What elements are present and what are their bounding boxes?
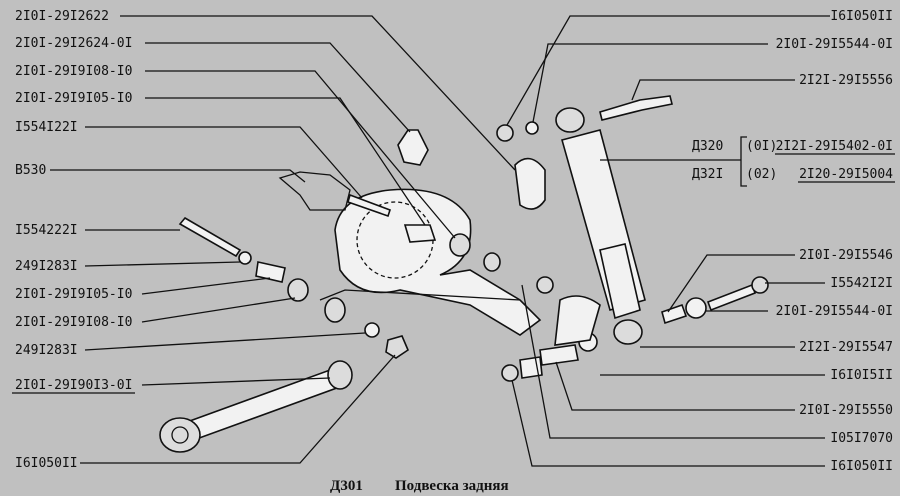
callout-label: 2I0I-29I2622 (15, 9, 109, 24)
small-parts (178, 95, 769, 382)
axle-housing (278, 171, 542, 336)
callout-label: I6I050II (830, 459, 893, 474)
callout-label: 249I283I (15, 259, 78, 274)
shock-absorber (555, 107, 646, 345)
callout-label: B530 (15, 163, 46, 178)
callout-label: 2I0I-29I5544-0I (776, 304, 893, 319)
shock-variant-1: (0I) (746, 139, 777, 154)
left-callouts: 2I0I-29I2622 2I0I-29I2624-0I 2I0I-29I9I0… (12, 9, 516, 471)
callout-label: I6I050II (830, 9, 893, 24)
callout-label-assembly: 2I0I-29I90I3-0I (15, 378, 132, 393)
callout-label: I5542I2I (830, 276, 893, 291)
callout-label: 2I0I-29I5544-0I (776, 37, 893, 52)
callout-label: 249I283I (15, 343, 78, 358)
callout-label: 2I0I-29I5546 (799, 248, 893, 263)
right-callouts: I6I050II 2I0I-29I5544-0I 2I2I-29I5556 Д3… (506, 9, 895, 474)
shock-part-2: 2I20-29I5004 (799, 167, 893, 182)
callout-label: I554I22I (15, 120, 78, 135)
callout-label: 2I0I-29I9I08-I0 (15, 315, 132, 330)
callout-label: I6I050II (15, 456, 78, 471)
callout-label: 2I0I-29I9I05-I0 (15, 91, 132, 106)
lower-control-arm (159, 360, 353, 453)
figure-title: Подвеска задняя (395, 478, 509, 494)
callout-label: 2I0I-29I9I08-I0 (15, 64, 132, 79)
callout-label: I6I0I5II (830, 368, 893, 383)
figure-code: Д301 (330, 478, 363, 494)
callout-label: I554222I (15, 223, 78, 238)
callout-label: I05I7070 (830, 431, 893, 446)
shock-model-1: Д320 (692, 139, 723, 154)
callout-label: 2I2I-29I5547 (799, 340, 893, 355)
shock-part-1: 2I2I-29I5402-0I (776, 139, 893, 154)
shock-model-2: Д32I (692, 167, 723, 182)
shock-variant-2: (02) (746, 167, 777, 182)
callout-label: 2I0I-29I9I05-I0 (15, 287, 132, 302)
callout-label: 2I0I-29I2624-0I (15, 36, 132, 51)
callout-label: 2I2I-29I5556 (799, 73, 893, 88)
callout-label: 2I0I-29I5550 (799, 403, 893, 418)
